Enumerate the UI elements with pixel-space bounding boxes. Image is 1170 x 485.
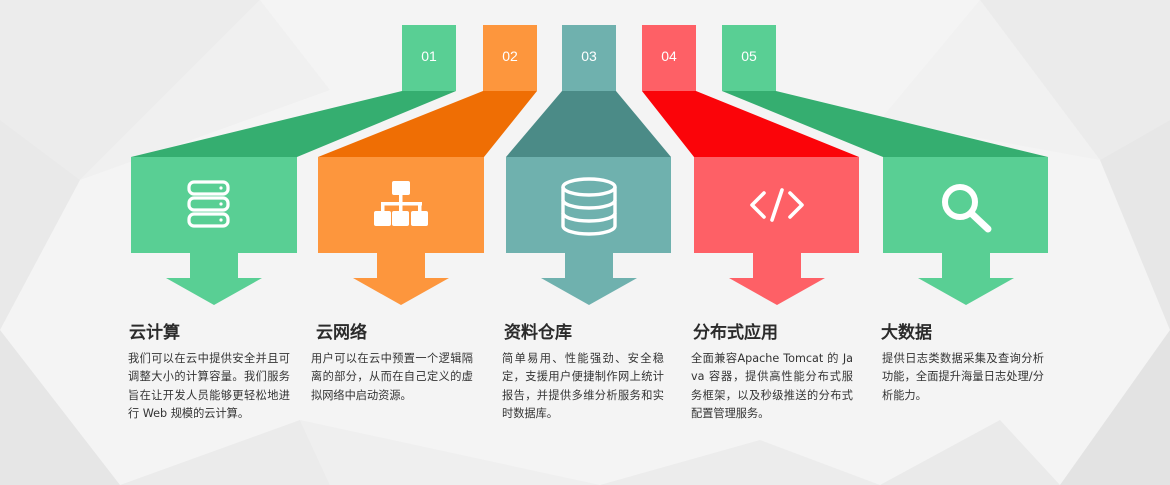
step-05-tab xyxy=(722,25,776,91)
step-03-graphic xyxy=(506,25,671,305)
step-05-number: 05 xyxy=(741,48,757,64)
step-02-title: 云网络 xyxy=(316,323,367,343)
step-03-title: 资料仓库 xyxy=(504,323,572,343)
step-03-description: 简单易用、性能强劲、安全稳定，支援用户便捷制作网上统计报告，并提供多维分析服务和… xyxy=(502,352,664,421)
step-02-arrow xyxy=(353,253,449,305)
step-03-tab xyxy=(562,25,616,91)
step-05-ribbon xyxy=(722,25,1048,157)
step-04-ribbon xyxy=(642,25,859,157)
step-05-arrow xyxy=(918,253,1014,305)
step-05-panel xyxy=(883,157,1048,253)
step-01-description: 我们可以在云中提供安全并且可调整大小的计算容量。我们服务旨在让开发人员能够更轻松… xyxy=(128,352,290,421)
step-01-number: 01 xyxy=(421,48,437,64)
step-05-title: 大数据 xyxy=(881,323,932,343)
step-01-arrow xyxy=(166,253,262,305)
step-02-description: 用户可以在云中预置一个逻辑隔离的部分，从而在自己定义的虚拟网络中启动资源。 xyxy=(311,352,473,402)
code-icon xyxy=(750,188,804,222)
search-icon xyxy=(942,184,992,233)
step-04-description: 全面兼容Apache Tomcat 的 Java 容器，提供高性能分布式服务框架… xyxy=(691,352,853,421)
step-03-arrow xyxy=(541,253,637,305)
step-01-title: 云计算 xyxy=(129,323,180,343)
step-02-ribbon xyxy=(318,25,537,157)
step-01-panel xyxy=(131,157,297,253)
step-01-tab xyxy=(402,25,456,91)
step-04-arrow xyxy=(729,253,825,305)
step-01-ribbon xyxy=(131,25,456,157)
step-04-tab xyxy=(642,25,696,91)
step-05-description: 提供日志类数据采集及查询分析功能，全面提升海量日志处理/分析能力。 xyxy=(882,352,1044,402)
server-icon xyxy=(187,180,230,228)
step-03-number: 03 xyxy=(581,48,597,64)
step-01-graphic xyxy=(131,25,456,305)
step-04-number: 04 xyxy=(661,48,677,64)
step-02-number: 02 xyxy=(502,48,518,64)
database-icon xyxy=(561,177,617,236)
step-02-tab xyxy=(483,25,537,91)
step-04-title: 分布式应用 xyxy=(693,323,778,343)
step-05-graphic xyxy=(722,25,1048,305)
network-icon xyxy=(374,181,428,226)
step-03-panel xyxy=(506,157,671,253)
